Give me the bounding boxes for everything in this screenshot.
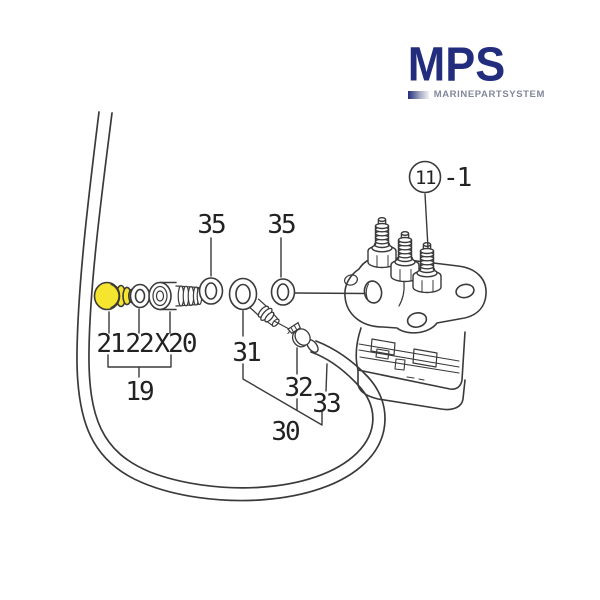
label-22: 22 — [125, 329, 153, 359]
leader-35-to-pump — [294, 292, 366, 295]
leader-33 — [325, 363, 328, 392]
pump-flange — [344, 256, 487, 334]
flange-bolt-hole — [455, 283, 475, 299]
logo-subtitle-row: MARINEPARTSYSTEM — [407, 89, 545, 100]
part-35-washer-left — [198, 277, 224, 305]
bracket-19 — [107, 354, 172, 378]
part-21-plug-highlighted — [93, 281, 137, 311]
logo-gradient-bar — [407, 90, 429, 99]
label-31: 31 — [232, 338, 260, 368]
callout-number: 11 — [415, 167, 436, 189]
callout-suffix: -1 — [443, 163, 471, 193]
label-30: 30 — [271, 417, 299, 447]
logo-title: MPS — [407, 36, 506, 92]
callout-11: 11 -1 — [408, 160, 473, 194]
leader-lines — [107, 193, 429, 426]
label-32: 32 — [284, 373, 312, 403]
part-32-hose-clamp — [273, 320, 311, 348]
label-19: 19 — [125, 377, 153, 407]
injection-pump — [343, 216, 487, 411]
delivery-valve-fitting — [367, 216, 397, 269]
part-x20-joint-bolt — [148, 281, 203, 311]
flange-bolt-hole — [406, 312, 428, 328]
logo-subtitle: MARINEPARTSYSTEM — [433, 89, 545, 100]
bracket-30 — [242, 363, 323, 426]
part-22-washer — [129, 283, 151, 309]
label-35-right: 35 — [267, 210, 295, 240]
label-35-left: 35 — [197, 210, 225, 240]
label-x20: X20 — [155, 329, 196, 359]
pump-body — [355, 327, 466, 390]
leader-callout-11 — [424, 193, 429, 249]
part-labels: 35 35 21 22 X20 19 31 32 33 30 — [96, 210, 342, 447]
part-35-washer-right — [270, 278, 296, 306]
label-33: 33 — [312, 389, 340, 419]
label-21: 21 — [96, 329, 124, 359]
mps-logo: MPS MARINEPARTSYSTEM — [407, 36, 545, 100]
pump-base — [357, 369, 466, 411]
